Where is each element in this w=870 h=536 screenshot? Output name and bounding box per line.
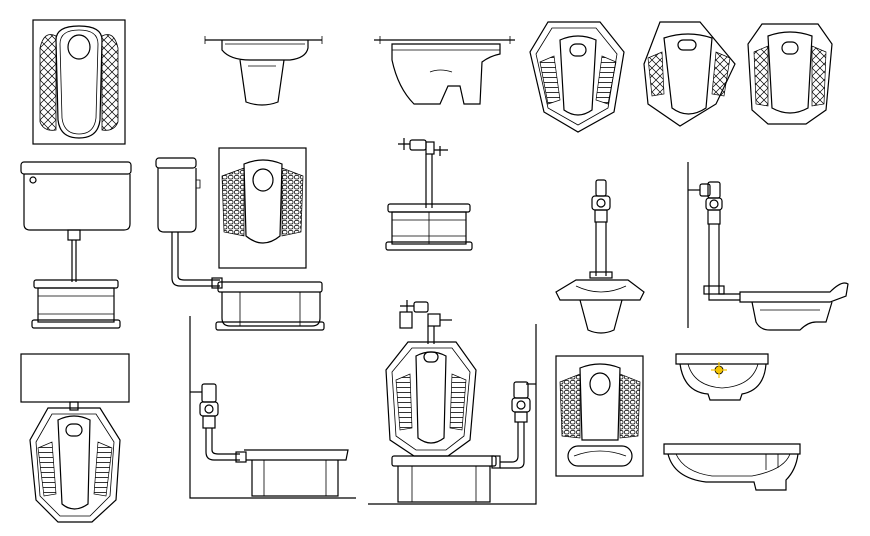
squat-pan-plan-hex (747, 23, 833, 125)
cistern-with-pan-plan (20, 353, 130, 523)
flush-valve-pan-side-section (189, 316, 356, 499)
flush-valve-pan-plan-and-front (368, 300, 537, 505)
flush-valve-front-elevation (385, 138, 473, 251)
squat-pan-plan-mesh (32, 19, 126, 145)
flush-valve-squat-pan-front (555, 179, 645, 334)
high-level-cistern-side (155, 157, 325, 331)
flush-valve-squat-pan-side (687, 162, 849, 331)
wall-basin-elevation (204, 36, 323, 106)
squat-pan-plan-diamond (643, 21, 736, 127)
round-basin-top (675, 353, 769, 401)
high-level-cistern-front (20, 161, 132, 329)
squat-pan-plan-rect (555, 355, 644, 477)
squat-pan-side-elevation (374, 36, 515, 105)
countertop-basin-section (663, 443, 801, 491)
squat-pan-plan-octagon (529, 21, 625, 133)
squat-pan-plan-with-footrests (218, 147, 307, 269)
